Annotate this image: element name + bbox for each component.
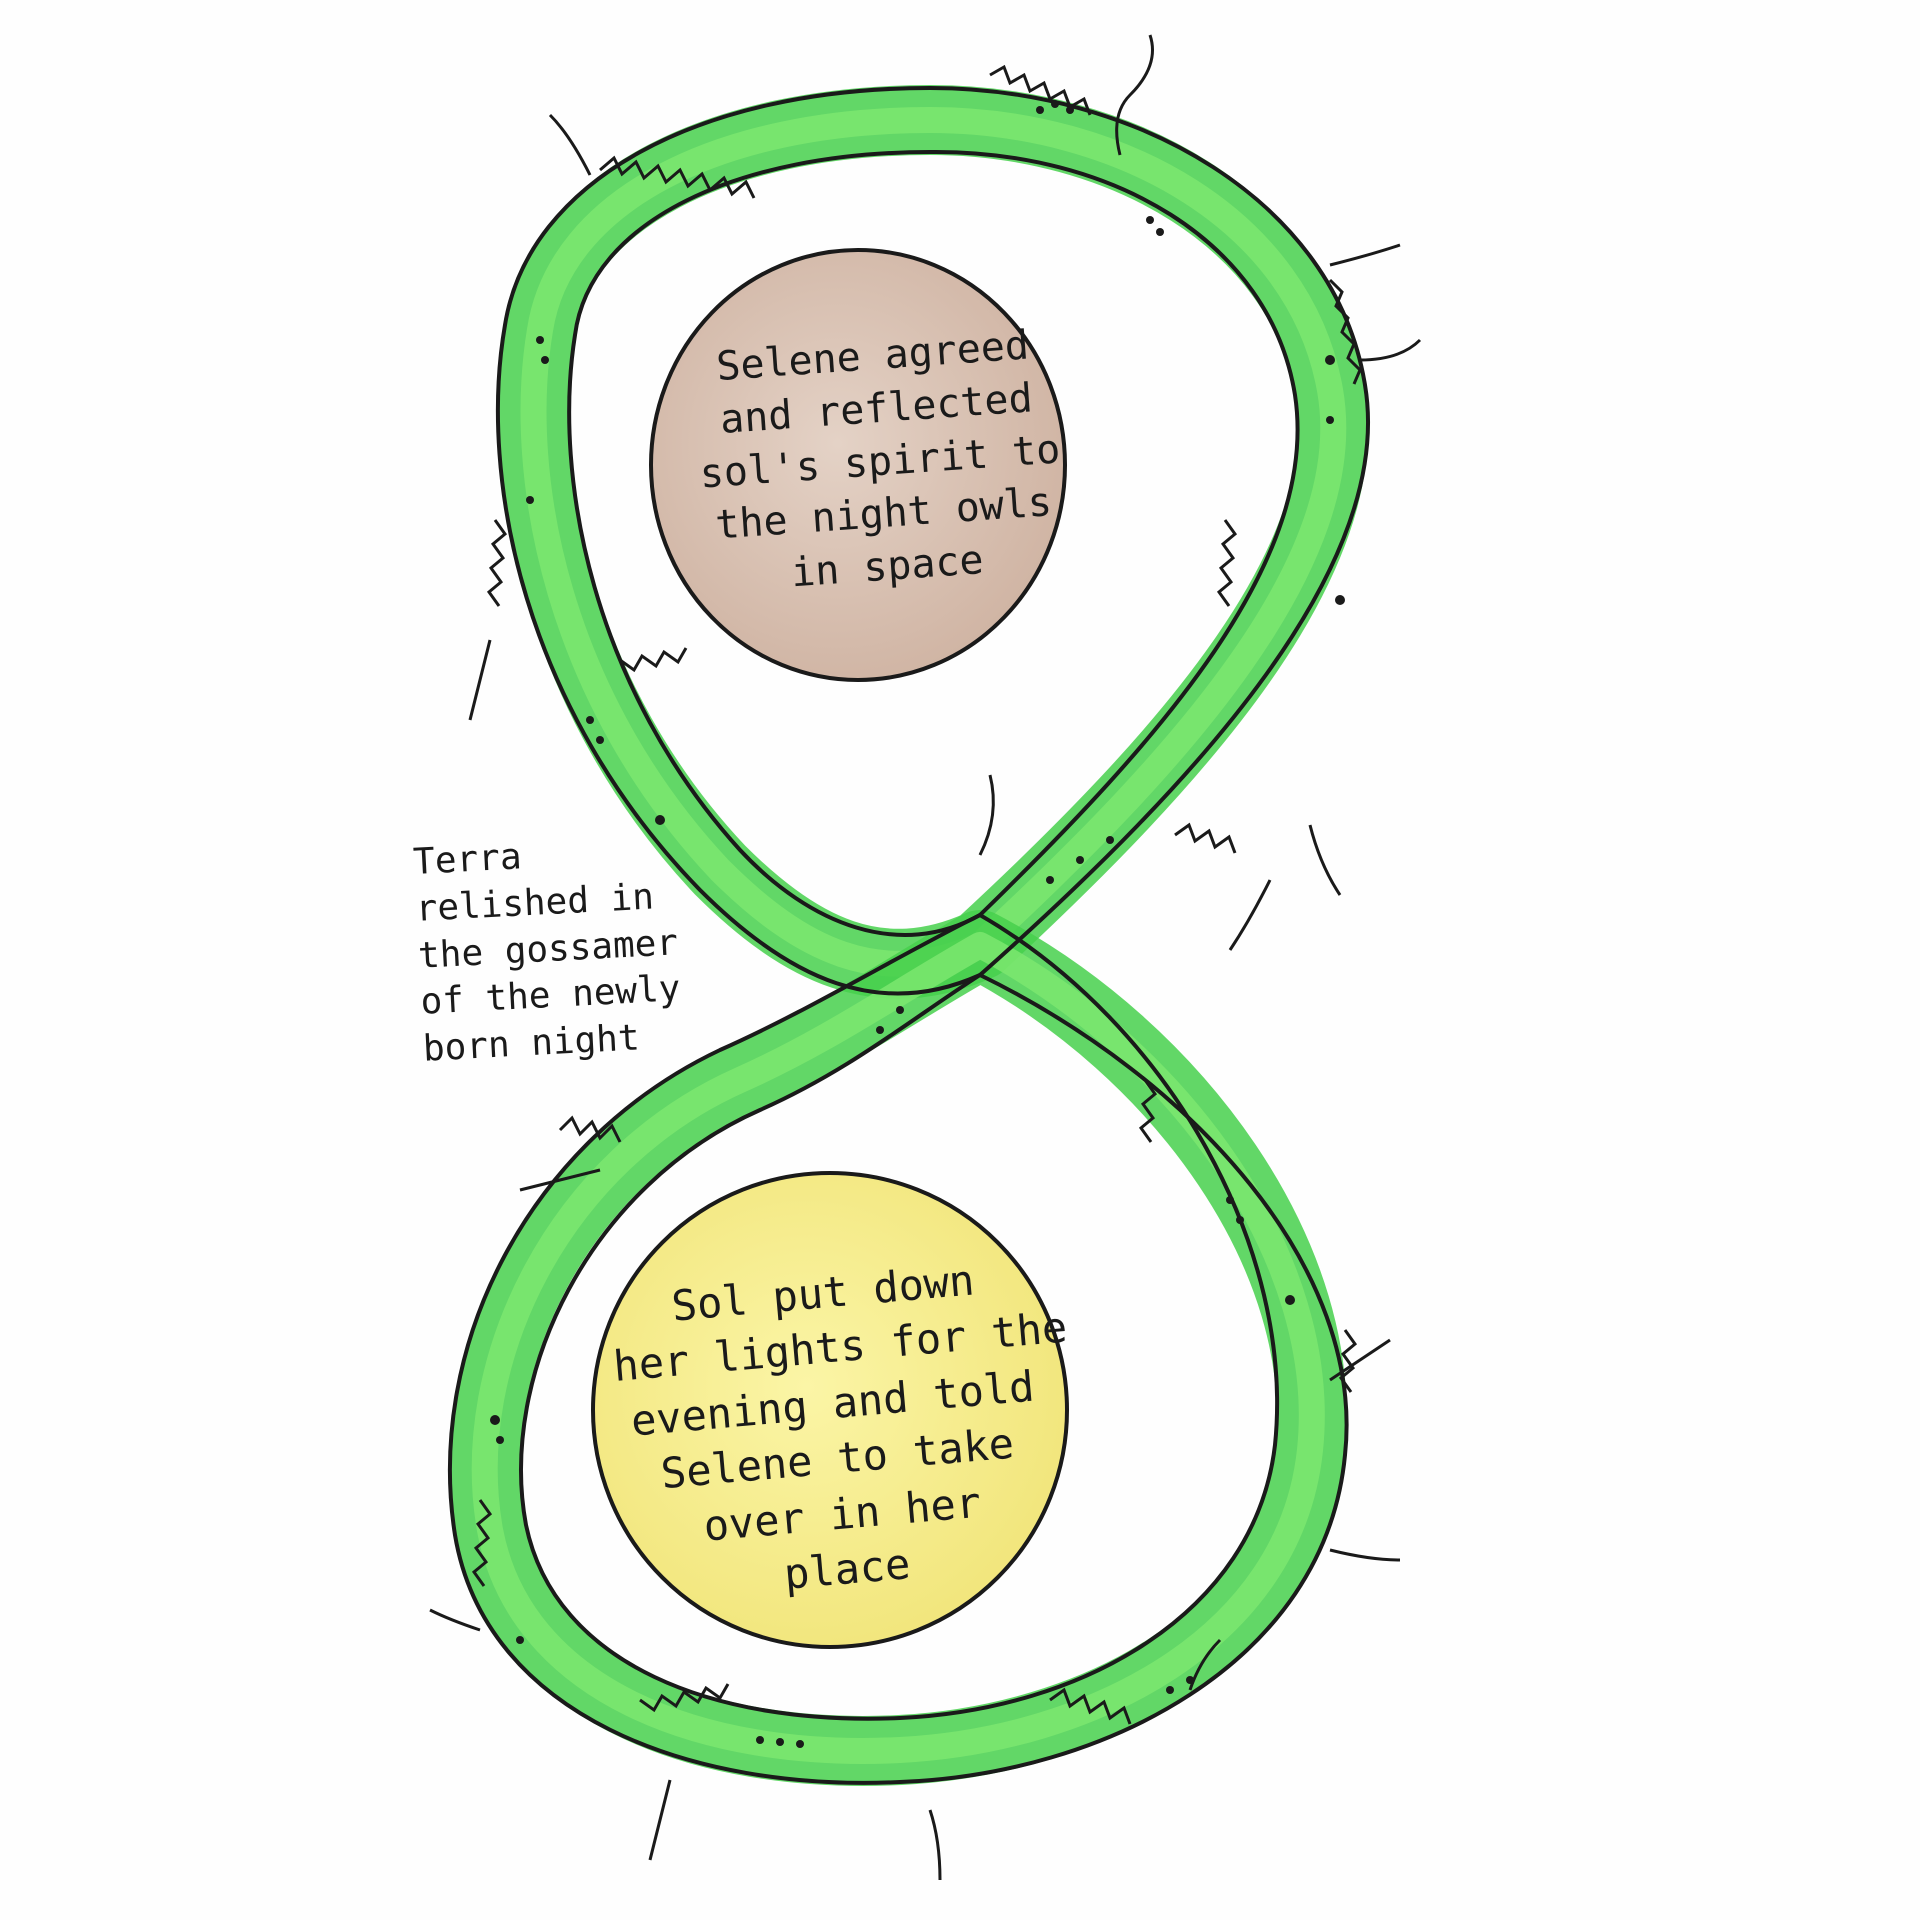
ribbon-dots — [490, 100, 1345, 1748]
terra-caption: Terra relished in the gossamer of the ne… — [412, 824, 724, 1073]
sun-circle — [591, 1171, 1069, 1649]
green-ribbon — [449, 85, 1369, 1786]
zigzag-vines — [471, 64, 1362, 1725]
ribbon-ink-outline — [447, 85, 1371, 1785]
moon-circle — [649, 248, 1067, 682]
sprigs — [429, 34, 1422, 1881]
moon-caption: Selene agreed and reflected sol's spirit… — [681, 317, 1078, 607]
sun-caption: Sol put down her lights for the evening … — [606, 1247, 1069, 1616]
